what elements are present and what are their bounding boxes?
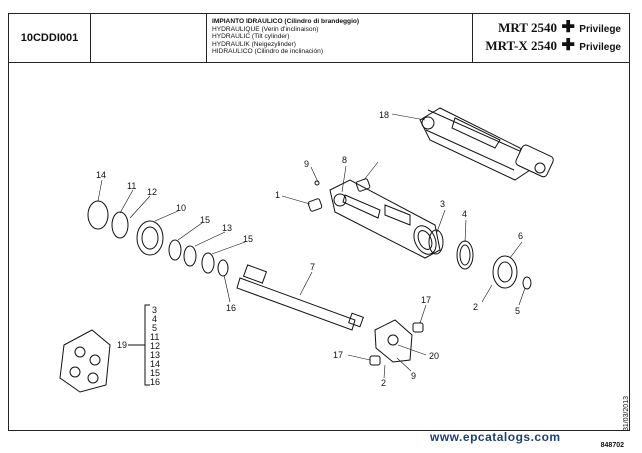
model-suffix-1: Privilege: [579, 24, 621, 35]
callout-label: 2: [381, 378, 386, 388]
kit-item: 11: [150, 332, 159, 342]
callout-label: 2: [473, 302, 478, 312]
valve-plate-illustration: [59, 329, 111, 393]
callout-label: 11: [127, 181, 136, 191]
callout-label: 6: [518, 231, 523, 241]
title-block: 10CDDI001 IMPIANTO IDRAULICO (Cilindro d…: [9, 14, 629, 63]
kit-item: 13: [150, 350, 160, 360]
plus-icon: ✚: [561, 19, 575, 36]
leader-lines: [97, 113, 526, 379]
seals-illustration: [428, 229, 532, 290]
callout-label: 15: [200, 215, 210, 225]
kit-list: 3 4 5 11 12 13 14 15 16: [150, 305, 160, 387]
drawing-number: 848702: [600, 442, 624, 449]
fittings-illustration: [307, 178, 371, 212]
pivot-block-illustration: [369, 319, 424, 366]
desc-line-es: HIDRAULICO (Cilindro de inclinación): [212, 48, 324, 56]
callout-label: 9: [304, 159, 309, 169]
model-block: MRT 2540 ✚ Privilege MRT-X 2540 ✚ Privil…: [485, 20, 621, 56]
callout-label: 5: [515, 306, 520, 316]
part-description: IMPIANTO IDRAULICO (Cilindro di brandegg…: [207, 14, 473, 62]
callout-label: 16: [226, 303, 236, 313]
title-block-spacer: [91, 14, 207, 62]
piston-rod-illustration: [236, 264, 364, 331]
callout-label: 20: [429, 351, 439, 361]
callout-label: 14: [96, 170, 106, 180]
callout-label: 19: [117, 340, 127, 350]
callout-label: 13: [222, 223, 232, 233]
cylinder-barrel-illustration: [419, 107, 554, 181]
desc-line-en: HYDRAULIC (Tilt cylinder): [212, 33, 290, 41]
callout-label: 1: [275, 190, 280, 200]
model-name-2: MRT-X 2540: [485, 38, 557, 53]
kit-item: 3: [152, 305, 157, 315]
callout-label: 15: [243, 234, 253, 244]
callout-label: 18: [379, 110, 389, 120]
callout-label: 8: [342, 155, 347, 165]
drawing-code: 10CDDI001: [9, 14, 91, 62]
revision-date: 31/03/2013: [623, 395, 630, 431]
model-name-1: MRT 2540: [498, 20, 557, 35]
callout-label: 10: [176, 203, 186, 213]
kit-item: 5: [152, 323, 157, 333]
callout-label: 4: [462, 209, 467, 219]
kit-item: 15: [150, 368, 160, 378]
desc-line-fr: HYDRAULIQUE (Verin d'inclinaison): [212, 25, 319, 33]
kit-item: 12: [150, 341, 160, 351]
callout-label: 17: [421, 295, 431, 305]
desc-line-de: HYDRAULIK (Neigezylinder): [212, 40, 296, 48]
plus-icon: ✚: [561, 37, 575, 54]
callout-label: 3: [440, 199, 445, 209]
watermark: www.epcatalogs.com: [430, 430, 561, 444]
callout-label: 7: [310, 262, 315, 272]
callout-labels: 18 9 8 1 3 4 6 2 5 14 11 12 10 15 13 15 …: [96, 110, 523, 388]
callout-label: 9: [411, 371, 416, 381]
cylinder-body-illustration: [329, 179, 441, 259]
kit-item: 4: [152, 314, 157, 324]
callout-label: 17: [333, 350, 343, 360]
callout-label: 12: [147, 187, 157, 197]
desc-line-it: IMPIANTO IDRAULICO (Cilindro di brandegg…: [212, 18, 360, 25]
kit-item: 14: [150, 359, 160, 369]
model-suffix-2: Privilege: [579, 42, 621, 53]
kit-item: 16: [150, 377, 160, 387]
seal-kit-illustration: [87, 200, 229, 277]
drawing-frame: 10CDDI001 IMPIANTO IDRAULICO (Cilindro d…: [8, 13, 630, 431]
